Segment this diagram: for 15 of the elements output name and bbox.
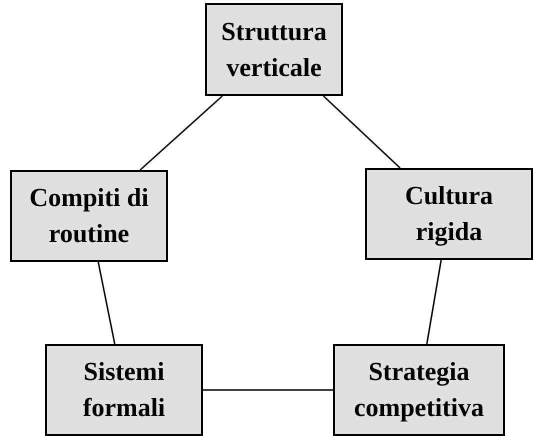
concept-box <box>45 344 203 436</box>
concept-box <box>333 344 505 436</box>
connector-line <box>426 260 442 344</box>
connector-line <box>322 95 401 169</box>
concept-box <box>10 170 168 262</box>
connector-line <box>140 95 223 171</box>
connector-line <box>203 389 333 391</box>
box-label: Strategia competitiva <box>353 356 485 424</box>
box-label: Sistemi formali <box>82 356 166 424</box>
connector-line <box>98 262 116 344</box>
concept-box <box>205 3 343 96</box>
box-label: Cultura rigida <box>404 180 494 248</box>
box-label: Struttura verticale <box>220 16 328 84</box>
concept-box <box>365 168 533 260</box>
box-label: Compiti di routine <box>28 182 150 250</box>
